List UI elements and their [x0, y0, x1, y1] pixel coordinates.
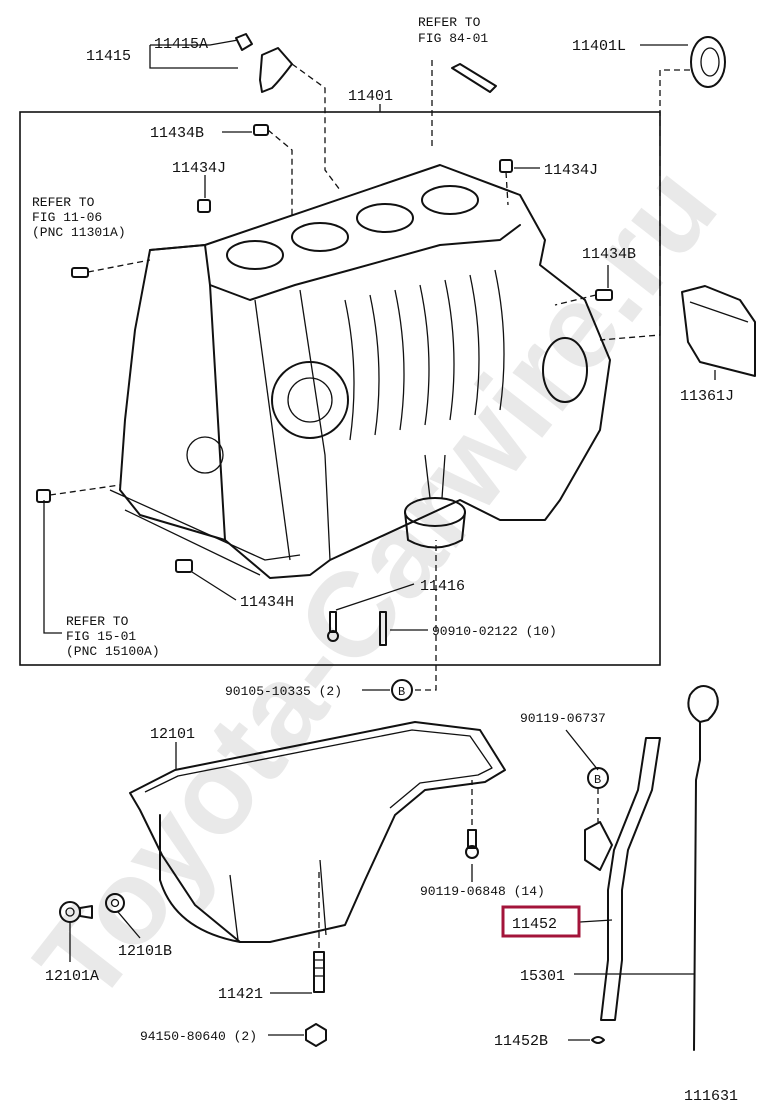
label-refer-11: REFER TO	[32, 195, 95, 210]
guide-90105	[415, 540, 437, 691]
part-11415-sensor	[235, 33, 293, 93]
label-11421: 11421	[218, 986, 263, 1003]
guide-11401l	[599, 69, 690, 341]
leader-11452	[579, 919, 613, 923]
gasket-12101b	[105, 893, 125, 913]
part-11434h	[175, 559, 193, 573]
part-11434b-top	[253, 124, 269, 136]
nut-94150	[305, 1023, 327, 1047]
label-12101b: 12101B	[118, 943, 172, 960]
guide-refer-15	[49, 484, 121, 496]
label-11401: 11401	[348, 88, 393, 105]
label-11434b-right: 11434B	[582, 246, 636, 263]
leader-11415	[149, 45, 238, 69]
stud-11421	[313, 951, 325, 993]
label-11434h: 11434H	[240, 594, 294, 611]
label-refer-11-pnc: (PNC 11301A)	[32, 225, 126, 240]
label-11415: 11415	[86, 48, 131, 65]
marker-b-dipstick-text: B	[594, 773, 601, 787]
label-90119-06848: 90119-06848 (14)	[420, 884, 545, 899]
label-12101: 12101	[150, 726, 195, 743]
label-94150: 94150-80640 (2)	[140, 1029, 257, 1044]
leader-12101b	[117, 911, 141, 939]
label-11416: 11416	[420, 578, 465, 595]
part-11401l-seal	[690, 36, 726, 88]
label-refer-15-pnc: (PNC 15100A)	[66, 644, 160, 659]
guide-11434j-right	[505, 171, 509, 206]
guide-refer-11	[87, 259, 151, 273]
highlight-box-11452	[501, 905, 581, 938]
label-15301: 15301	[520, 968, 565, 985]
guide-11434b-right	[554, 294, 597, 306]
label-12101a: 12101A	[45, 968, 99, 985]
label-11401l: 11401L	[572, 38, 626, 55]
label-11361j: 11361J	[680, 388, 734, 405]
oil-pan-12101-drawing	[129, 721, 506, 943]
part-pin-refer-11	[71, 267, 89, 278]
guide-11415	[291, 63, 341, 191]
label-90910: 90910-02122 (10)	[432, 624, 557, 639]
cylinder-block-drawing	[109, 164, 611, 579]
label-refer-11-sub: FIG 11-06	[32, 210, 102, 225]
marker-b-block-text: B	[398, 685, 405, 699]
label-11434j-right: 11434J	[544, 162, 598, 179]
guide-11434b-top	[267, 129, 293, 215]
label-refer-15: REFER TO	[66, 614, 129, 629]
label-11415a: 11415A	[154, 36, 208, 53]
figure-number: 111631	[684, 1088, 738, 1105]
label-11452b: 11452B	[494, 1033, 548, 1050]
dipstick-15301	[687, 685, 719, 1051]
part-11434j-left	[197, 199, 211, 213]
leader-refer-15	[43, 500, 62, 634]
label-refer-15-sub: FIG 15-01	[66, 629, 136, 644]
label-11452: 11452	[512, 916, 557, 933]
label-11434j-left: 11434J	[172, 160, 226, 177]
label-11434b-top: 11434B	[150, 125, 204, 142]
part-11416-bolts	[327, 611, 387, 646]
label-90119-06737: 90119-06737	[520, 711, 606, 726]
leader-11434h	[191, 571, 237, 601]
leader-90119-06737	[565, 729, 599, 771]
bolt-90119-06848	[465, 829, 479, 859]
watermark-text: Toyota-Carwire.ru	[10, 141, 742, 1026]
part-11361j-plate	[681, 285, 756, 377]
leader-11416	[335, 583, 415, 611]
label-refer-84-sub: FIG 84-01	[418, 31, 488, 46]
label-90105: 90105-10335 (2)	[225, 684, 342, 699]
marker-b-dipstick: B	[587, 767, 609, 789]
label-refer-84: REFER TO	[418, 15, 481, 30]
leader-11415a	[150, 39, 239, 46]
part-11434j-right	[499, 159, 513, 173]
o-ring-11452b	[591, 1036, 605, 1044]
dipstick-guide-11452	[584, 737, 661, 1021]
stud-bolt-refer-84	[451, 63, 497, 93]
marker-b-block: B	[391, 679, 413, 701]
cylinder-block-frame	[19, 111, 661, 666]
